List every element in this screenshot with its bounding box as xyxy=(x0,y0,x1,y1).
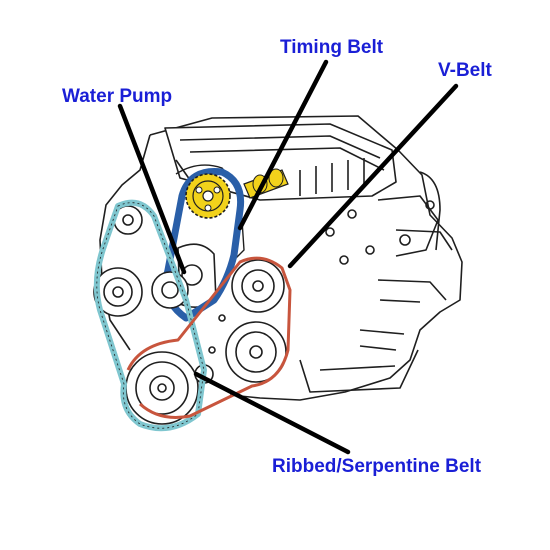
timing-gear xyxy=(186,174,230,218)
v-belt-label: V-Belt xyxy=(438,60,492,82)
power-steering-pulley xyxy=(232,260,284,312)
crankshaft-pulley xyxy=(126,352,198,424)
water-pump-label: Water Pump xyxy=(62,86,172,108)
ribbed-belt-pointer xyxy=(196,374,348,452)
ribbed-serpentine-belt-label: Ribbed/Serpentine Belt xyxy=(272,456,481,478)
timing-belt-label: Timing Belt xyxy=(280,37,383,59)
